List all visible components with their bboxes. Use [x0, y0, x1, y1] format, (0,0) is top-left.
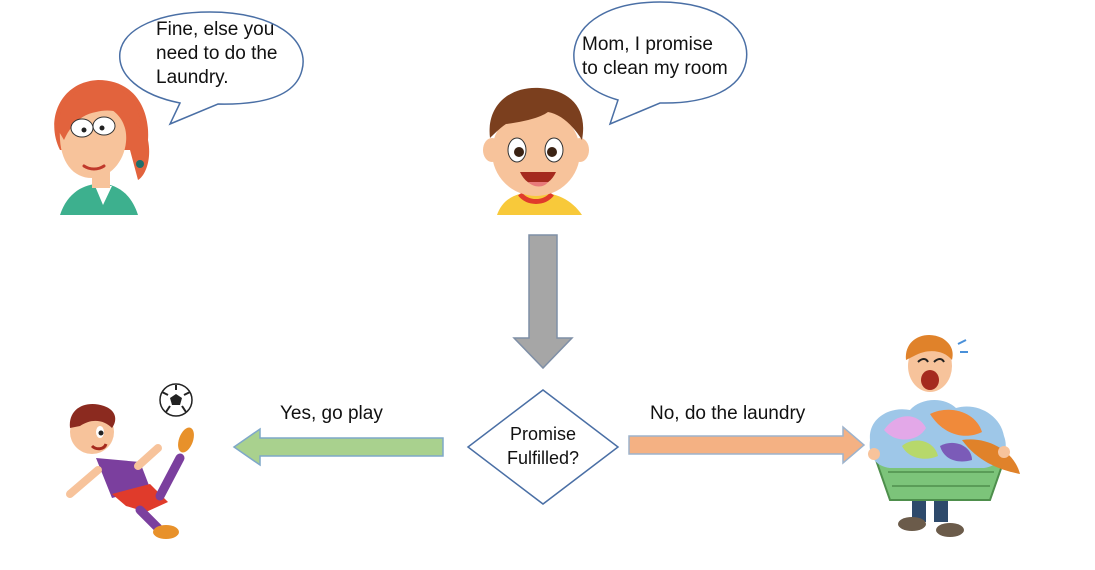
- decision-line: Promise: [509, 424, 576, 444]
- mom-speech-bubble: [119, 11, 304, 126]
- mom-bubble-line: Laundry.: [156, 67, 229, 88]
- down-arrow: [512, 234, 574, 370]
- kid-speech-bubble: [573, 1, 748, 126]
- yes-arrow: [232, 427, 444, 467]
- kid-bubble-text: Mom, I promise to clean my room: [582, 33, 728, 81]
- no-arrow: [628, 425, 866, 465]
- decision-line: Fulfilled?: [506, 448, 580, 468]
- no-branch-label: No, do the laundry: [650, 403, 806, 424]
- mom-bubble-line: Fine, else you: [156, 19, 275, 40]
- crying-kid-with-laundry-icon: [868, 334, 1020, 537]
- soccer-player-icon: [66, 404, 194, 539]
- mom-bubble-line: need to do the: [156, 43, 278, 64]
- kid-bubble-line: Mom, I promise: [582, 34, 713, 55]
- yes-branch-label: Yes, go play: [280, 403, 383, 424]
- mom-bubble-text: Fine, else you need to do the Laundry.: [156, 18, 278, 90]
- soccer-ball-icon: [159, 383, 193, 417]
- boy-cartoon-icon: [483, 87, 589, 215]
- decision-text: Promise Fulfilled?: [493, 422, 593, 470]
- kid-bubble-line: to clean my room: [582, 58, 728, 79]
- decision-diamond: [466, 389, 620, 505]
- mom-cartoon-icon: [54, 80, 150, 215]
